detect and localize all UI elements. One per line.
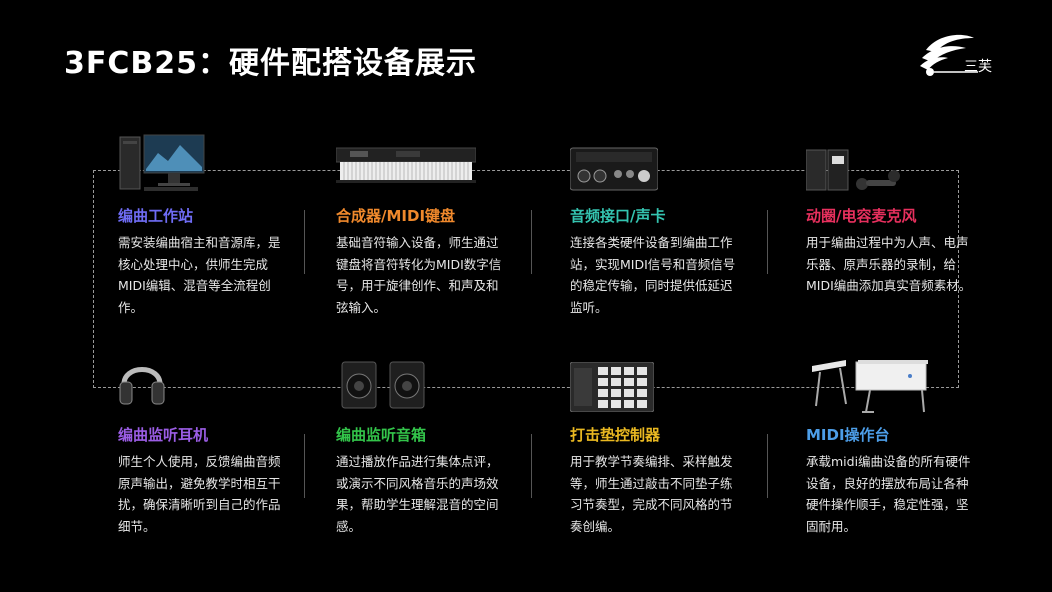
logo-text: 三芙 (964, 59, 992, 75)
dashed-connector-frame (93, 170, 959, 388)
logo-swoosh-icon (920, 34, 978, 76)
item-name: 动圈/电容麦克风 (806, 207, 917, 225)
audio-interface-icon (570, 147, 658, 191)
divider (767, 210, 768, 274)
microphone-kit-icon (806, 149, 900, 191)
brand-logo: 三芙 (918, 32, 1008, 78)
headphones-icon (119, 367, 165, 405)
item-name: 打击垫控制器 (570, 426, 661, 444)
item-description: 通过播放作品进行集体点评，或演示不同风格音乐的声场效果，帮助学生理解混音的空间感… (336, 454, 499, 534)
divider (304, 210, 305, 274)
item-name: 编曲监听音箱 (336, 426, 427, 444)
item-description: 连接各类硬件设备到编曲工作站，实现MIDI信号和音频信号的稳定传输，同时提供低延… (570, 235, 736, 315)
item-description: 需安装编曲宿主和音源库，是核心处理中心，供师生完成MIDI编辑、混音等全流程创作… (118, 235, 281, 315)
divider (767, 434, 768, 498)
page-title: 3FCB25：硬件配搭设备展示 (64, 46, 477, 81)
midi-desk-icon (812, 360, 928, 413)
item-name: 编曲监听耳机 (118, 426, 209, 444)
drum-pad-controller-icon (570, 362, 654, 412)
item-name: 编曲工作站 (118, 207, 194, 225)
item-description: 基础音符输入设备，师生通过键盘将音符转化为MIDI数字信号，用于旋律创作、和声及… (336, 235, 502, 315)
monitor-speakers-icon (341, 361, 425, 409)
desktop-computer-icon (119, 134, 205, 191)
divider (531, 210, 532, 274)
synth-keyboard-icon (336, 147, 476, 183)
item-description: 承载midi编曲设备的所有硬件设备，良好的摆放布局让各种硬件操作顺手，稳定性强，… (806, 454, 971, 534)
item-description: 用于编曲过程中为人声、电声乐器、原声乐器的录制，给MIDI编曲添加真实音频素材。 (806, 235, 972, 293)
item-name: MIDI操作台 (806, 426, 890, 444)
item-name: 合成器/MIDI键盘 (336, 207, 456, 225)
divider (531, 434, 532, 498)
item-description: 用于教学节奏编排、采样触发等，师生通过敲击不同垫子练习节奏型，完成不同风格的节奏… (570, 454, 733, 534)
item-description: 师生个人使用，反馈编曲音频原声输出，避免教学时相互干扰，确保清晰听到自己的作品细… (118, 454, 281, 534)
divider (304, 434, 305, 498)
item-name: 音频接口/声卡 (570, 207, 666, 225)
